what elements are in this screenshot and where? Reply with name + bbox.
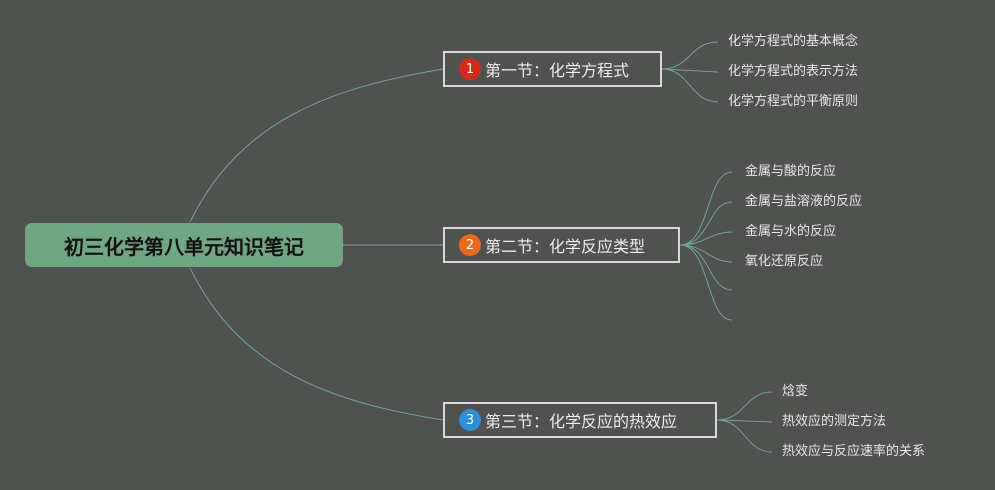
connector-b2-c5 [679, 244, 733, 291]
connector-b3-c1 [716, 391, 773, 421]
subtopic-3-1[interactable]: 焓变 [782, 384, 809, 399]
subtopic-2-2[interactable]: 金属与盐溶液的反应 [745, 194, 863, 209]
subtopic-3-3[interactable]: 热效应与反应速率的关系 [782, 444, 926, 459]
connector-root-branch-1 [189, 68, 444, 223]
connector-b1-c1 [661, 41, 719, 70]
subtopic-1-3[interactable]: 化学方程式的平衡原则 [728, 94, 859, 109]
branch-topic-3-label: 第三节：化学反应的热效应 [485, 412, 678, 431]
connector-b3-c2 [716, 419, 773, 423]
root-topic-label: 初三化学第八单元知识笔记 [64, 234, 304, 259]
subtopic-1-1[interactable]: 化学方程式的基本概念 [728, 34, 859, 49]
subtopic-3-2[interactable]: 热效应的测定方法 [782, 414, 887, 429]
connector-root-branch-3 [189, 267, 444, 421]
branch-topic-3[interactable]: 3 第三节：化学反应的热效应 [443, 402, 717, 438]
number-badge-1: 1 [459, 58, 481, 80]
branch-topic-2[interactable]: 2 第二节：化学反应类型 [443, 227, 680, 263]
subtopic-2-3[interactable]: 金属与水的反应 [745, 224, 837, 239]
connector-b2-c2 [679, 201, 733, 246]
branch-topic-1[interactable]: 1 第一节：化学方程式 [443, 51, 662, 87]
subtopic-1-2[interactable]: 化学方程式的表示方法 [728, 64, 859, 79]
subtopic-2-4[interactable]: 氧化还原反应 [745, 254, 824, 269]
branch-topic-1-label: 第一节：化学方程式 [485, 61, 630, 80]
number-badge-2: 2 [459, 234, 481, 256]
subtopic-2-1[interactable]: 金属与酸的反应 [745, 164, 837, 179]
number-badge-3: 3 [459, 409, 481, 431]
connector-b1-c3 [661, 68, 719, 103]
connector-b1-c2 [661, 68, 719, 73]
connector-b2-c3 [679, 231, 733, 246]
branch-topic-2-label: 第二节：化学反应类型 [485, 237, 646, 256]
root-topic[interactable]: 初三化学第八单元知识笔记 [25, 223, 343, 267]
connector-b2-c1 [679, 171, 733, 246]
connector-b2-c6 [679, 244, 733, 321]
connector-b3-c3 [716, 419, 773, 453]
